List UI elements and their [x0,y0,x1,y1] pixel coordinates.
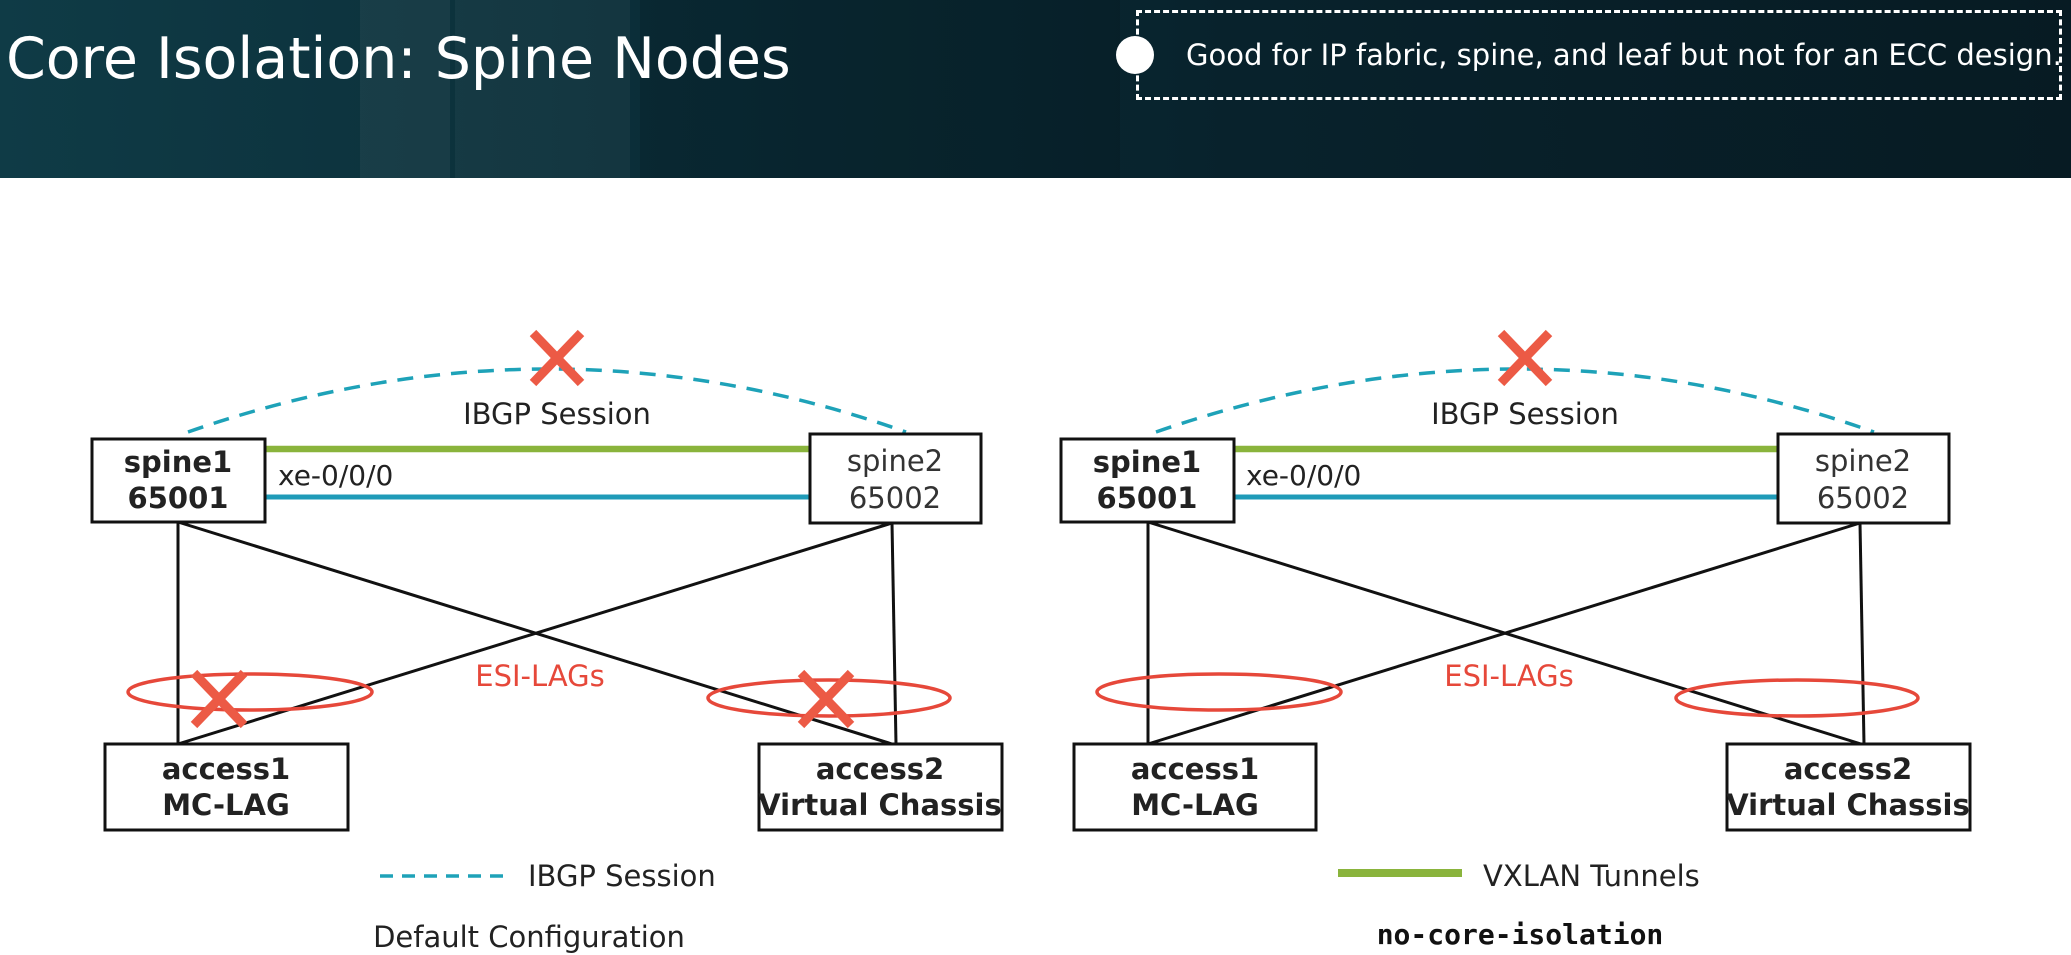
right-diagram: IBGP Session xe-0/0/0 ESI-LAGs spine1 65… [1059,329,1972,951]
access1-type: MC-LAG [162,788,290,822]
access1-type: MC-LAG [1131,788,1259,822]
legend-vxlan-label: VXLAN Tunnels [1483,859,1700,893]
connection-line [890,522,898,745]
header-band [455,0,630,178]
legend-ibgp-label: IBGP Session [528,859,716,893]
note-text: Good for IP fabric, spine, and leaf but … [1186,38,2062,72]
spine1-name: spine1 [124,445,232,479]
link-label: xe-0/0/0 [278,459,393,492]
access1-node: access1 MC-LAG [103,742,350,832]
ibgp-session-line [1155,367,1875,434]
left-caption: Default Configuration [373,920,685,954]
access2-node: access2 Virtual Chassis [757,742,1004,832]
esi-lag-ellipse [706,678,952,718]
x-mark-icon [529,329,585,387]
spine2-asn: 65002 [849,481,941,515]
header-band [640,0,1120,178]
connection-line [1858,522,1866,745]
spine2-asn: 65002 [1817,481,1909,515]
spine2-node: spine2 65002 [808,432,983,525]
slide-title: Core Isolation: Spine Nodes [6,26,791,92]
access2-name: access2 [1784,752,1912,786]
spine1-node: spine1 65001 [90,437,267,524]
spine1-name: spine1 [1093,445,1201,479]
ibgp-session-line [187,367,907,434]
ibgp-session-label: IBGP Session [463,397,651,431]
esi-lag-ellipse [126,672,374,712]
ibgp-session-label: IBGP Session [1431,397,1619,431]
left-diagram: IBGP Session xe-0/0/0 ESI-LAGs spine1 65… [90,329,1004,954]
esi-lags-label: ESI-LAGs [475,659,604,693]
spine1-asn: 65001 [128,481,229,515]
spine2-name: spine2 [847,444,943,478]
link-label: xe-0/0/0 [1246,459,1361,492]
spine2-node: spine2 65002 [1776,432,1951,525]
access1-name: access1 [162,752,290,786]
slide-header: Core Isolation: Spine Nodes Good for IP … [0,0,2071,178]
esi-lags-label: ESI-LAGs [1444,659,1573,693]
access1-node: access1 MC-LAG [1072,742,1318,832]
x-mark-icon [797,669,855,729]
access1-name: access1 [1131,752,1259,786]
access2-type: Virtual Chassis [1726,788,1970,822]
spine2-name: spine2 [1815,444,1911,478]
esi-lag-ellipse [1095,672,1343,712]
header-band [360,0,450,178]
x-mark-icon [190,669,248,729]
x-mark-icon [1497,329,1553,387]
spine1-node: spine1 65001 [1059,437,1236,524]
bullet-dot-icon [1116,36,1154,74]
esi-lag-ellipse [1674,678,1920,718]
access2-type: Virtual Chassis [758,788,1002,822]
right-caption: no-core-isolation [1377,918,1664,951]
access2-node: access2 Virtual Chassis [1725,742,1972,832]
access2-name: access2 [816,752,944,786]
spine1-asn: 65001 [1097,481,1198,515]
